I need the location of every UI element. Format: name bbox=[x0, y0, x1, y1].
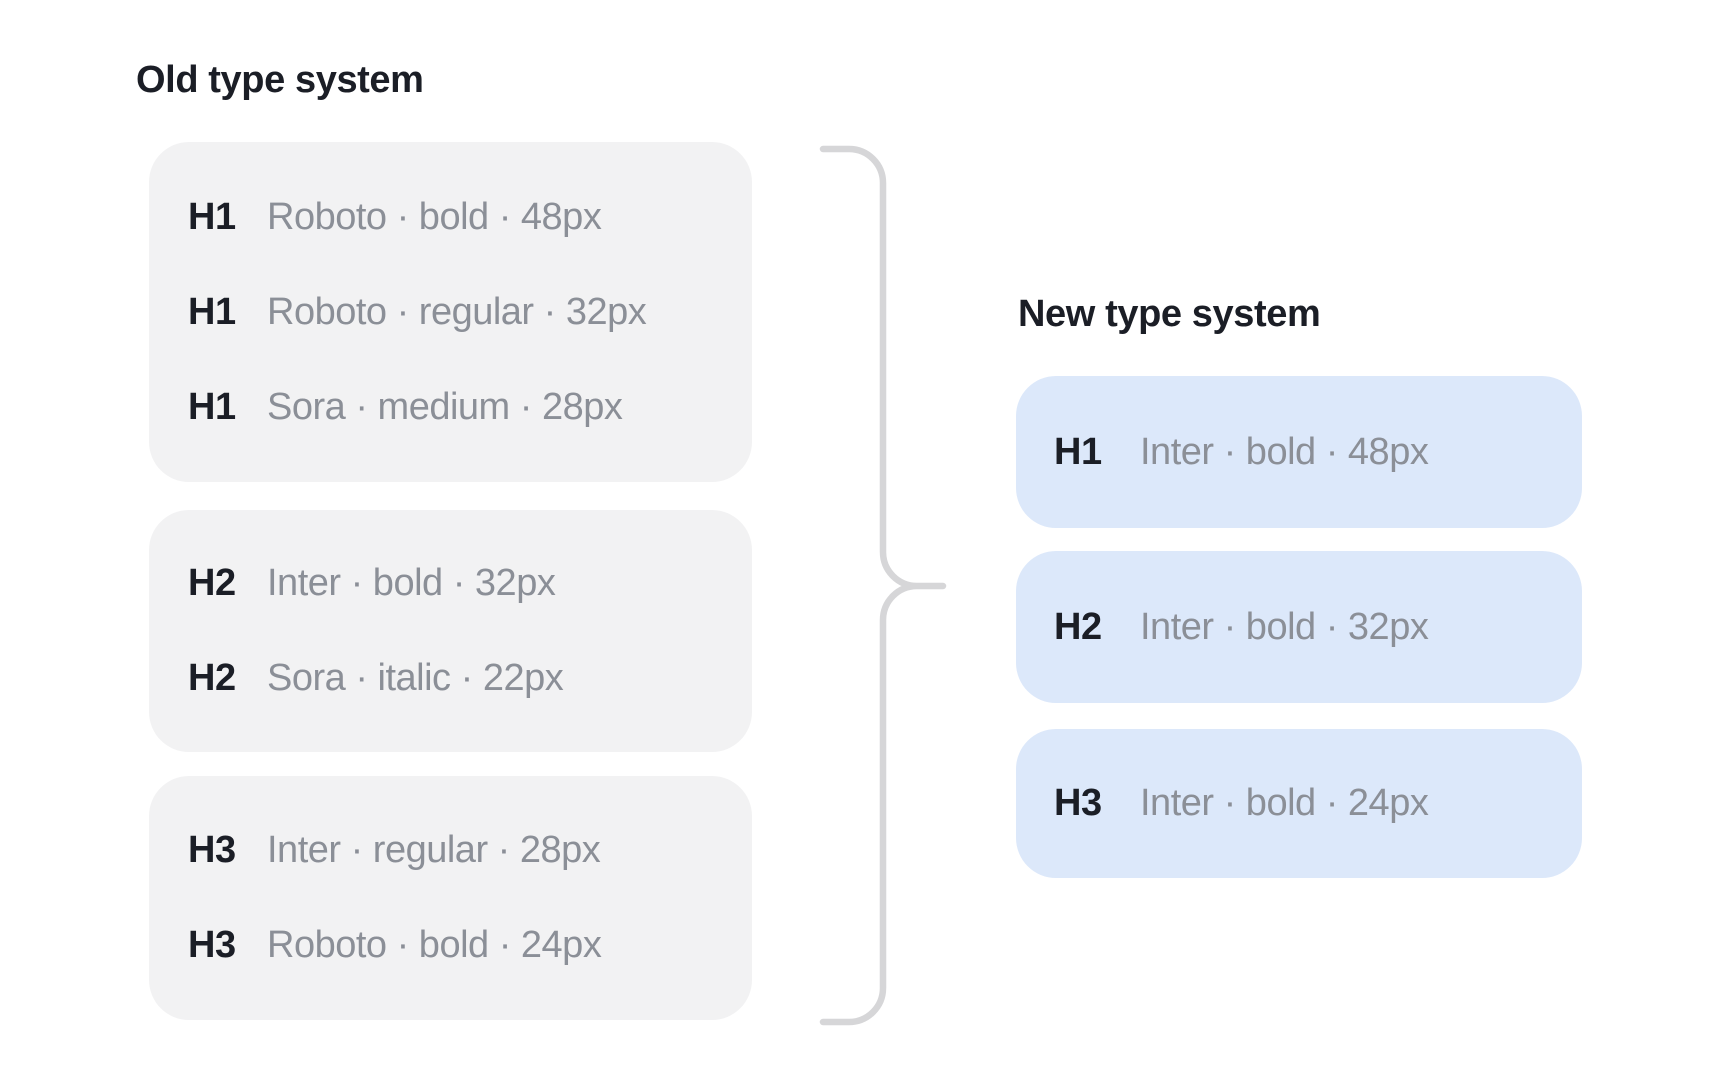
type-row: H3 Roboto · bold · 24px bbox=[149, 898, 752, 993]
row-tag: H2 bbox=[188, 562, 236, 604]
new-h3-panel: H3 Inter · bold · 24px bbox=[1016, 729, 1582, 878]
row-tag: H1 bbox=[188, 290, 236, 333]
type-row: H2 Inter · bold · 32px bbox=[149, 536, 752, 631]
row-desc: Sora · italic · 22px bbox=[267, 657, 564, 699]
row-desc: Roboto · bold · 24px bbox=[267, 924, 602, 966]
old-type-system-heading: Old type system bbox=[136, 59, 424, 101]
type-row: H1 Sora · medium · 28px bbox=[149, 360, 752, 455]
row-tag: H2 bbox=[188, 657, 236, 699]
row-desc: Inter · regular · 28px bbox=[267, 829, 601, 871]
type-row: H1 Roboto · bold · 48px bbox=[149, 170, 752, 265]
row-tag: H1 bbox=[188, 195, 236, 238]
row-desc: Sora · medium · 28px bbox=[267, 385, 623, 428]
new-h1-panel: H1 Inter · bold · 48px bbox=[1016, 376, 1582, 528]
row-desc: Inter · bold · 48px bbox=[1140, 430, 1429, 473]
old-group-h1-panel: H1 Roboto · bold · 48px H1 Roboto · regu… bbox=[149, 142, 752, 482]
row-tag: H3 bbox=[1054, 782, 1102, 824]
row-desc: Roboto · regular · 32px bbox=[267, 290, 647, 333]
old-group-h3-panel: H3 Inter · regular · 28px H3 Roboto · bo… bbox=[149, 776, 752, 1020]
row-tag: H1 bbox=[188, 385, 236, 428]
row-desc: Inter · bold · 32px bbox=[267, 562, 556, 604]
new-type-system-heading: New type system bbox=[1018, 293, 1321, 335]
row-tag: H2 bbox=[1054, 605, 1102, 648]
type-row: H2 Sora · italic · 22px bbox=[149, 631, 752, 726]
type-row: H1 Roboto · regular · 32px bbox=[149, 265, 752, 360]
row-tag: H3 bbox=[188, 924, 236, 966]
type-row: H3 Inter · regular · 28px bbox=[149, 803, 752, 898]
row-tag: H3 bbox=[188, 829, 236, 871]
type-row: H3 Inter · bold · 24px bbox=[1016, 729, 1582, 878]
row-desc: Inter · bold · 32px bbox=[1140, 605, 1429, 648]
new-h2-panel: H2 Inter · bold · 32px bbox=[1016, 551, 1582, 703]
type-row: H1 Inter · bold · 48px bbox=[1016, 376, 1582, 528]
row-tag: H1 bbox=[1054, 430, 1102, 473]
row-desc: Roboto · bold · 48px bbox=[267, 195, 602, 238]
row-desc: Inter · bold · 24px bbox=[1140, 782, 1429, 824]
old-group-h2-panel: H2 Inter · bold · 32px H2 Sora · italic … bbox=[149, 510, 752, 752]
type-row: H2 Inter · bold · 32px bbox=[1016, 551, 1582, 703]
